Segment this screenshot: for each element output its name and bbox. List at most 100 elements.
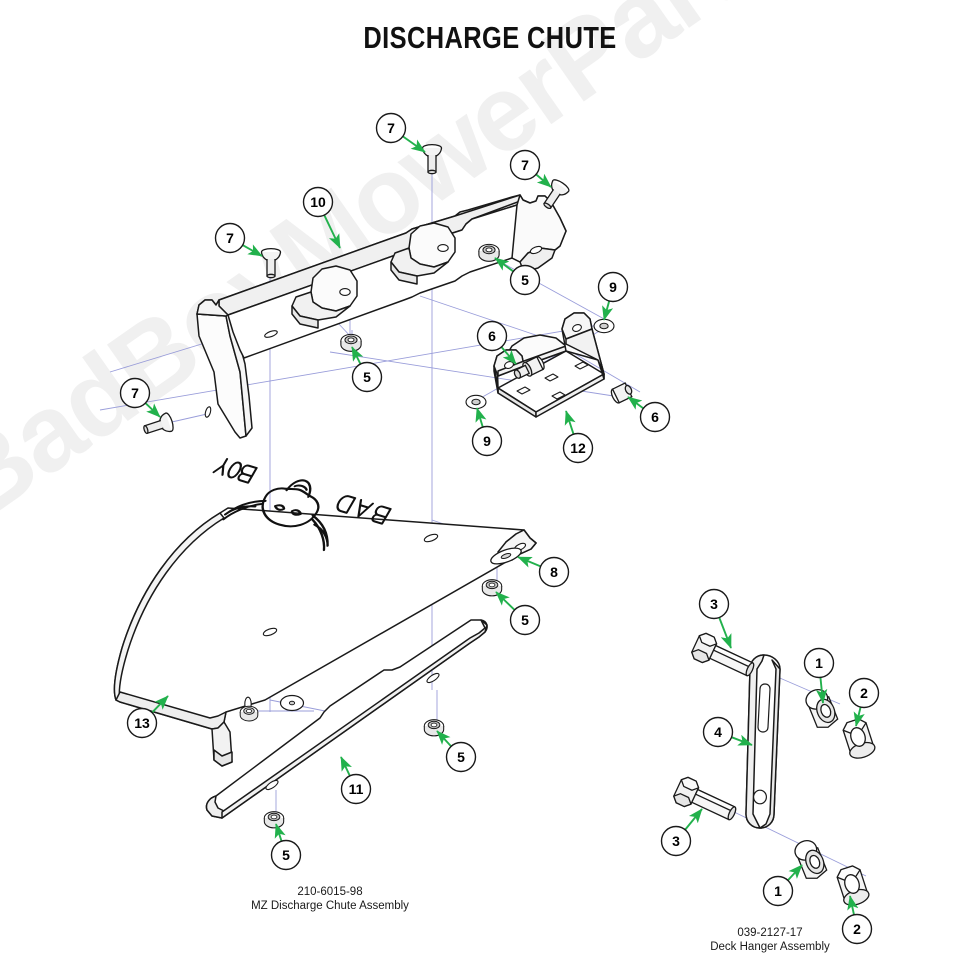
callout-balloon[interactable] [803,647,835,679]
callout-number: 4 [714,724,722,740]
callout-leader-arrow [351,346,364,365]
callout-leader-arrow [242,244,263,257]
callout-5-flange-nut[interactable]: 5 [495,591,541,636]
callout-4-deck-hanger-strap[interactable]: 4 [702,716,753,748]
callout-leader-arrow [684,808,703,831]
callout-8-flat-washer[interactable]: 8 [517,556,570,588]
callout-balloon[interactable] [471,425,503,457]
callout-9-flat-washer[interactable]: 9 [597,271,629,321]
page-title: DISCHARGE CHUTE [363,20,617,55]
part-flange-hex-nut-upper [842,718,876,759]
callout-number: 1 [815,655,823,671]
callout-balloon[interactable] [351,361,383,393]
callout-number: 5 [363,369,371,385]
part-flange-nut-e [263,811,285,829]
callout-leader-arrow [144,402,161,418]
callout-13-chute-body[interactable]: 13 [126,695,169,739]
callout-balloon[interactable] [509,149,541,181]
callout-3-hex-bolt[interactable]: 3 [698,588,732,649]
callout-6-shoulder-bolt[interactable]: 6 [476,320,517,365]
part-flange-nut-d [423,719,445,737]
callout-number: 6 [651,409,659,425]
callout-balloon[interactable] [270,839,302,871]
callout-7-carriage-bolt[interactable]: 7 [214,222,263,257]
callout-balloon[interactable] [762,875,794,907]
callout-balloon[interactable] [639,401,671,433]
part-flange-nut-b [340,333,362,352]
callout-leader-arrow [517,556,541,568]
callout-5-flange-nut[interactable]: 5 [270,823,302,871]
bad-boy-logo [212,458,392,552]
part-hex-bolt-upper [691,632,755,677]
callout-number: 7 [131,385,139,401]
caption-hanger-name: Deck Hanger Assembly [710,941,830,953]
callout-9-flat-washer[interactable]: 9 [471,407,503,457]
callout-5-flange-nut[interactable]: 5 [351,346,383,393]
callout-balloon[interactable] [660,825,692,857]
caption-chute-assembly: 210-6015-98 MZ Discharge Chute Assembly [180,885,480,913]
callout-11-retainer-bar[interactable]: 11 [340,756,372,805]
part-retainer-bar [205,619,488,819]
callout-balloon[interactable] [375,112,407,144]
callout-2-flange-nut-hex[interactable]: 2 [841,895,873,945]
callout-balloon[interactable] [702,716,734,748]
part-carriage-bolt-top-center [421,143,443,175]
callout-number: 3 [672,833,680,849]
callout-balloon[interactable] [340,773,372,805]
callout-3-hex-bolt[interactable]: 3 [660,808,703,857]
callout-balloon[interactable] [538,556,570,588]
callout-12-chute-bracket[interactable]: 12 [562,410,594,464]
callout-number: 2 [853,921,861,937]
callout-leader-arrow [535,173,552,188]
callout-balloon[interactable] [214,222,246,254]
callout-leader-arrow [731,734,753,746]
callout-number: 8 [550,564,558,580]
callout-balloon[interactable] [509,604,541,636]
callout-5-flange-nut[interactable]: 5 [436,730,477,773]
callout-10-upper-mount-bracket[interactable]: 10 [302,186,341,249]
callout-number: 7 [387,120,395,136]
callout-balloon[interactable] [848,677,880,709]
callout-1-spacer[interactable]: 1 [803,647,835,704]
callout-number: 5 [457,749,465,765]
callout-leader-arrow [500,346,517,365]
caption-chute-part-number: 210-6015-98 [297,886,363,898]
callout-2-flange-nut-hex[interactable]: 2 [848,677,880,727]
callout-leader-arrow [564,410,576,435]
callout-number: 5 [521,272,529,288]
callout-balloon[interactable] [476,320,508,352]
callout-number: 3 [710,596,718,612]
callout-1-spacer[interactable]: 1 [762,864,803,907]
callout-number: 12 [570,440,586,456]
callout-number: 5 [521,612,529,628]
callout-balloon[interactable] [597,271,629,303]
callout-number: 13 [134,715,150,731]
caption-chute-name: MZ Discharge Chute Assembly [251,900,409,912]
callout-balloon[interactable] [562,432,594,464]
callout-balloon[interactable] [119,377,151,409]
part-spacer-lower [794,840,828,879]
callout-7-carriage-bolt[interactable]: 7 [375,112,426,153]
callout-number: 6 [488,328,496,344]
callout-balloon[interactable] [698,588,730,620]
part-flat-washer-9b [465,394,487,410]
callout-7-carriage-bolt[interactable]: 7 [119,377,161,418]
part-flange-hex-nut-lower [836,865,870,906]
callout-balloon[interactable] [445,741,477,773]
callout-7-carriage-bolt[interactable]: 7 [509,149,552,188]
callout-leader-arrow [627,396,644,410]
part-flange-nut-chute [239,705,259,722]
callout-5-flange-nut[interactable]: 5 [494,257,541,296]
callout-balloon[interactable] [841,913,873,945]
callout-balloon[interactable] [509,264,541,296]
callout-balloon[interactable] [302,186,334,218]
callout-leader-arrow [323,214,341,249]
callout-number: 9 [609,279,617,295]
callout-6-shoulder-bolt[interactable]: 6 [627,396,671,433]
callout-balloon[interactable] [126,707,158,739]
part-shoulder-bolt-right [610,382,633,404]
callout-leader-arrow [853,706,865,727]
part-deck-hanger-strap [745,654,781,829]
callout-leader-arrow [274,823,286,842]
